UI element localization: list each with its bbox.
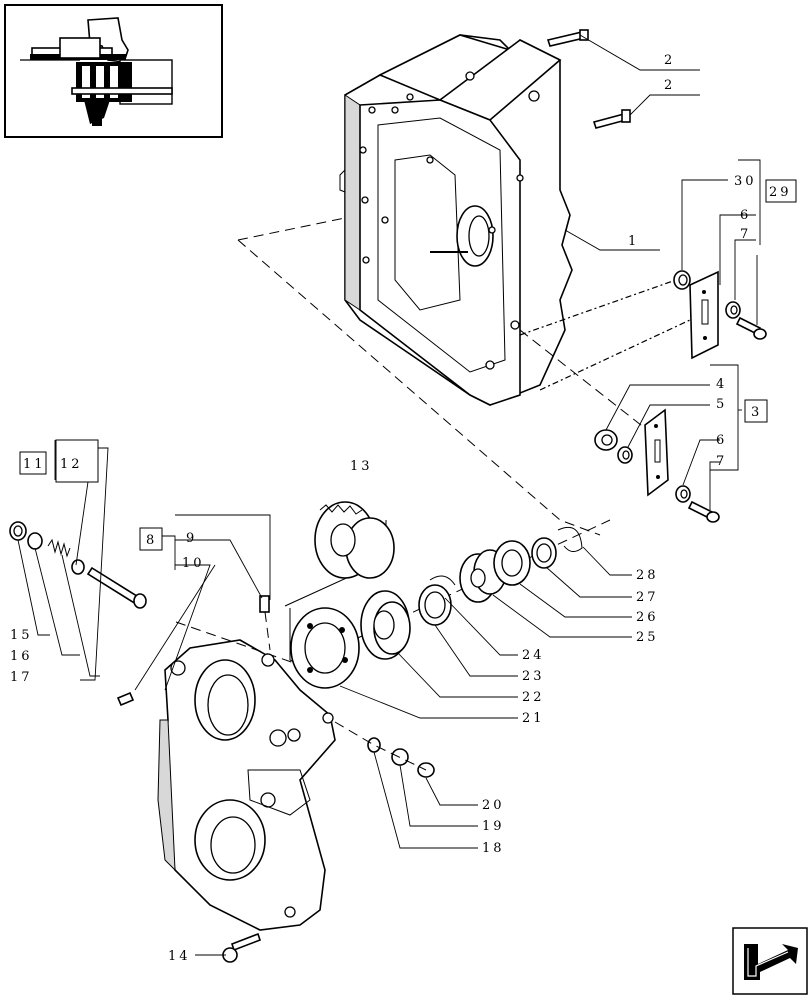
- callout-6-upper: 6: [740, 208, 751, 223]
- callout-30: 30: [734, 174, 757, 189]
- callout-8: 8: [146, 533, 157, 548]
- bearing-part-21: [290, 607, 360, 689]
- callout-24: 24: [522, 648, 545, 663]
- ring-part-23: [418, 584, 452, 626]
- callout-15: 15: [10, 628, 33, 643]
- callout-2-upper: 2: [664, 53, 675, 68]
- washer-part-5: [617, 446, 633, 464]
- callout-14: 14: [168, 949, 191, 964]
- ring-part-27: [531, 537, 557, 569]
- callout-10: 10: [182, 556, 205, 571]
- pin-part-9: [259, 595, 270, 613]
- spring-part-17: [47, 538, 71, 558]
- bolt-part-7-lower: [687, 500, 720, 523]
- box-part-3: [744, 399, 768, 423]
- assembly-thumbnail: [4, 4, 223, 138]
- ball-part-16: [27, 532, 43, 550]
- callout-23: 23: [522, 669, 545, 684]
- callout-25: 25: [636, 630, 659, 645]
- leader-lines: [17, 34, 761, 956]
- callout-12: 12: [60, 457, 83, 472]
- assembly-line-plate-upper: [519, 274, 691, 336]
- box-part-8: [139, 527, 163, 551]
- callout-13: 13: [350, 459, 373, 474]
- callout-11: 11: [23, 457, 46, 472]
- next-page-arrow-icon[interactable]: [732, 927, 808, 995]
- callout-27: 27: [636, 590, 659, 605]
- box-part-29: [765, 179, 797, 203]
- gear-part-13: [314, 501, 395, 579]
- seal-part-15: [9, 521, 27, 541]
- cover-plate-part-3: [644, 408, 669, 497]
- callout-22: 22: [522, 690, 545, 705]
- pin-part-10: [116, 691, 135, 707]
- callout-29: 29: [769, 185, 792, 200]
- assembly-line-housing-diag: [237, 239, 601, 536]
- bolt-part-2-lower: [592, 109, 631, 129]
- bolt-part-14: [222, 932, 262, 963]
- callout-5: 5: [716, 397, 727, 412]
- callout-7-lower: 7: [716, 454, 727, 469]
- callout-4: 4: [716, 377, 727, 392]
- bolt-part-7-upper: [735, 316, 767, 340]
- callout-9: 9: [186, 531, 197, 546]
- front-cover-housing: [157, 639, 336, 931]
- callout-16: 16: [10, 649, 33, 664]
- gear-part-22: [360, 590, 411, 660]
- snap-ring-part-24: [429, 575, 456, 586]
- bolt-part-2-upper: [546, 29, 589, 47]
- ring-part-18: [367, 737, 381, 753]
- cover-plate-part-29: [689, 270, 719, 360]
- snap-ring-part-28: [557, 526, 583, 552]
- callout-1: 1: [628, 234, 639, 249]
- callout-18: 18: [482, 841, 505, 856]
- washer-part-4: [594, 429, 618, 451]
- gear-housing-part-1: [339, 34, 573, 406]
- box-part-11: [19, 451, 47, 475]
- assembly-line-pin-9: [264, 611, 271, 651]
- callout-labels: 2 2 1 30 29 6 7 4 5 3 6 7 11 12 13 8 9 1…: [10, 53, 792, 964]
- washer-part-30: [673, 270, 691, 290]
- callout-7-upper: 7: [740, 227, 751, 242]
- detent-rod-part-12: [71, 559, 147, 609]
- callout-26: 26: [636, 610, 659, 625]
- assembly-line-plate-2: [519, 329, 661, 441]
- callout-3: 3: [751, 405, 762, 420]
- washer-part-6-lower: [675, 485, 691, 503]
- callout-6-lower: 6: [716, 433, 727, 448]
- callout-17: 17: [10, 670, 33, 685]
- box-part-12: [55, 439, 99, 483]
- washer-part-6-upper: [725, 301, 741, 319]
- callout-21: 21: [522, 711, 545, 726]
- callout-19: 19: [482, 819, 505, 834]
- bearing-part-26: [493, 540, 531, 586]
- callout-20: 20: [482, 798, 505, 813]
- callout-2-lower: 2: [664, 78, 675, 93]
- callout-28: 28: [636, 568, 659, 583]
- assembly-line-housing-left: [237, 217, 346, 241]
- assembly-line-plug: [334, 721, 427, 771]
